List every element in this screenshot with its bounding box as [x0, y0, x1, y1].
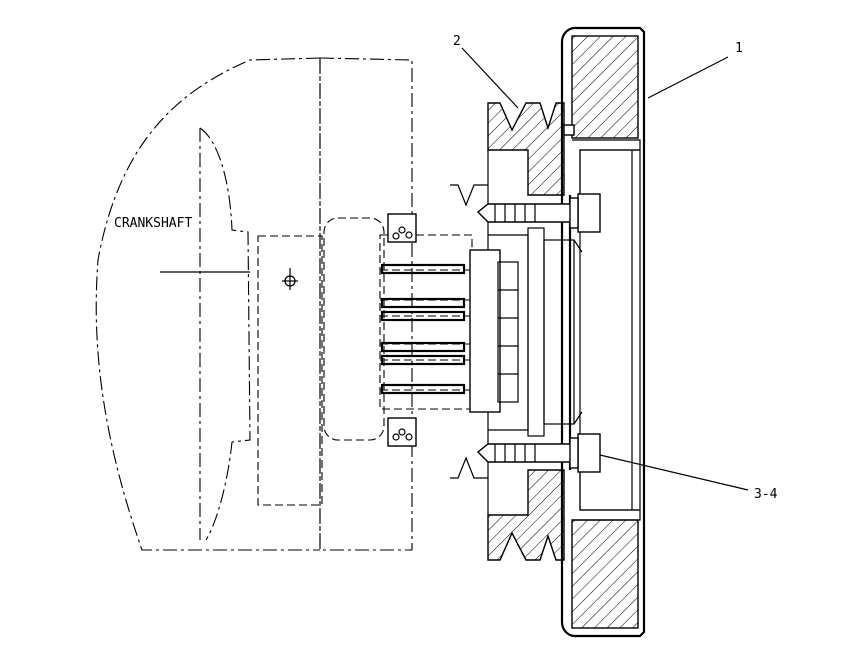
bolt-upper: [476, 193, 601, 233]
damper: [560, 26, 646, 638]
crankshaft-outline: [95, 57, 413, 551]
callout-2: 2: [453, 34, 461, 49]
crankshaft-label: CRANKSHAFT: [114, 216, 192, 231]
adapter-plate: [527, 227, 583, 437]
callout-1: 1: [735, 41, 743, 56]
front-seal: [387, 213, 417, 447]
leader-lines: [461, 47, 749, 491]
crank-nose-hub: [323, 217, 473, 441]
bolt-lower: [476, 433, 601, 473]
callout-3-4: 3-4: [754, 487, 778, 502]
pulley: [450, 102, 565, 561]
